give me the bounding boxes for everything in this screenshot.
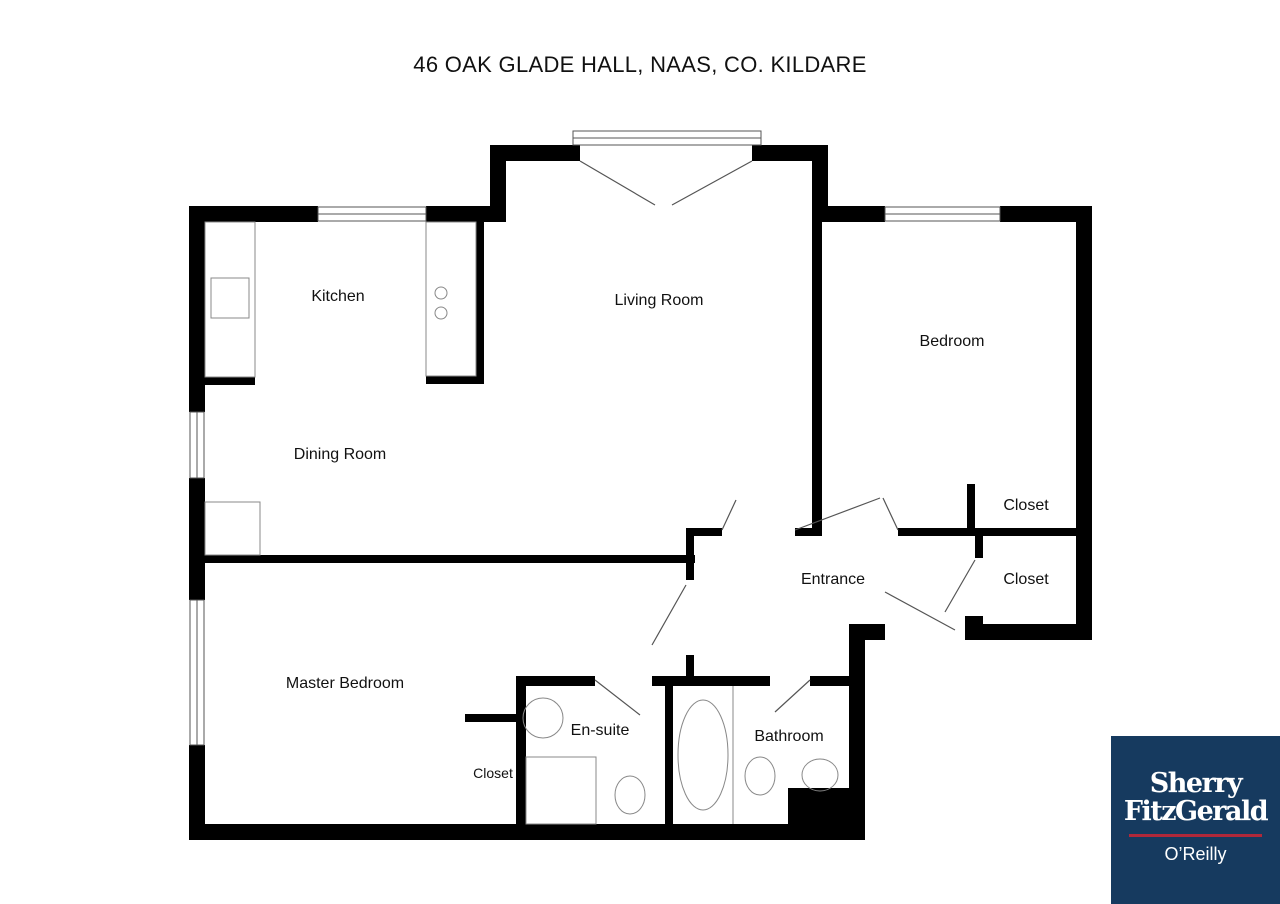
room-label-closet-master: Closet <box>473 765 513 781</box>
room-label-living-room: Living Room <box>614 292 704 309</box>
windows <box>189 130 1001 746</box>
plan-title: 46 OAK GLADE HALL, NAAS, CO. KILDARE <box>413 52 867 77</box>
room-label-bathroom: Bathroom <box>754 728 824 745</box>
room-label-dining-room: Dining Room <box>293 446 387 463</box>
room-label-closet: Closet <box>1003 497 1049 514</box>
agency-logo: Sherry FitzGerald O’Reilly <box>1111 736 1280 904</box>
walls <box>189 145 1092 840</box>
room-label-master-bedroom: Master Bedroom <box>285 675 405 692</box>
doors <box>579 160 976 716</box>
fixtures <box>204 221 839 825</box>
room-label-en-suite: En-suite <box>570 722 630 739</box>
logo-line2: FitzGerald <box>1123 796 1269 827</box>
room-label-bedroom: Bedroom <box>919 333 985 350</box>
logo-rule <box>1129 834 1262 837</box>
room-label-kitchen: Kitchen <box>311 288 365 305</box>
room-label-closet: Closet <box>1003 571 1049 588</box>
room-label-entrance: Entrance <box>800 571 866 588</box>
logo-sub: O’Reilly <box>1164 844 1227 864</box>
logo-line1: Sherry <box>1149 768 1243 799</box>
